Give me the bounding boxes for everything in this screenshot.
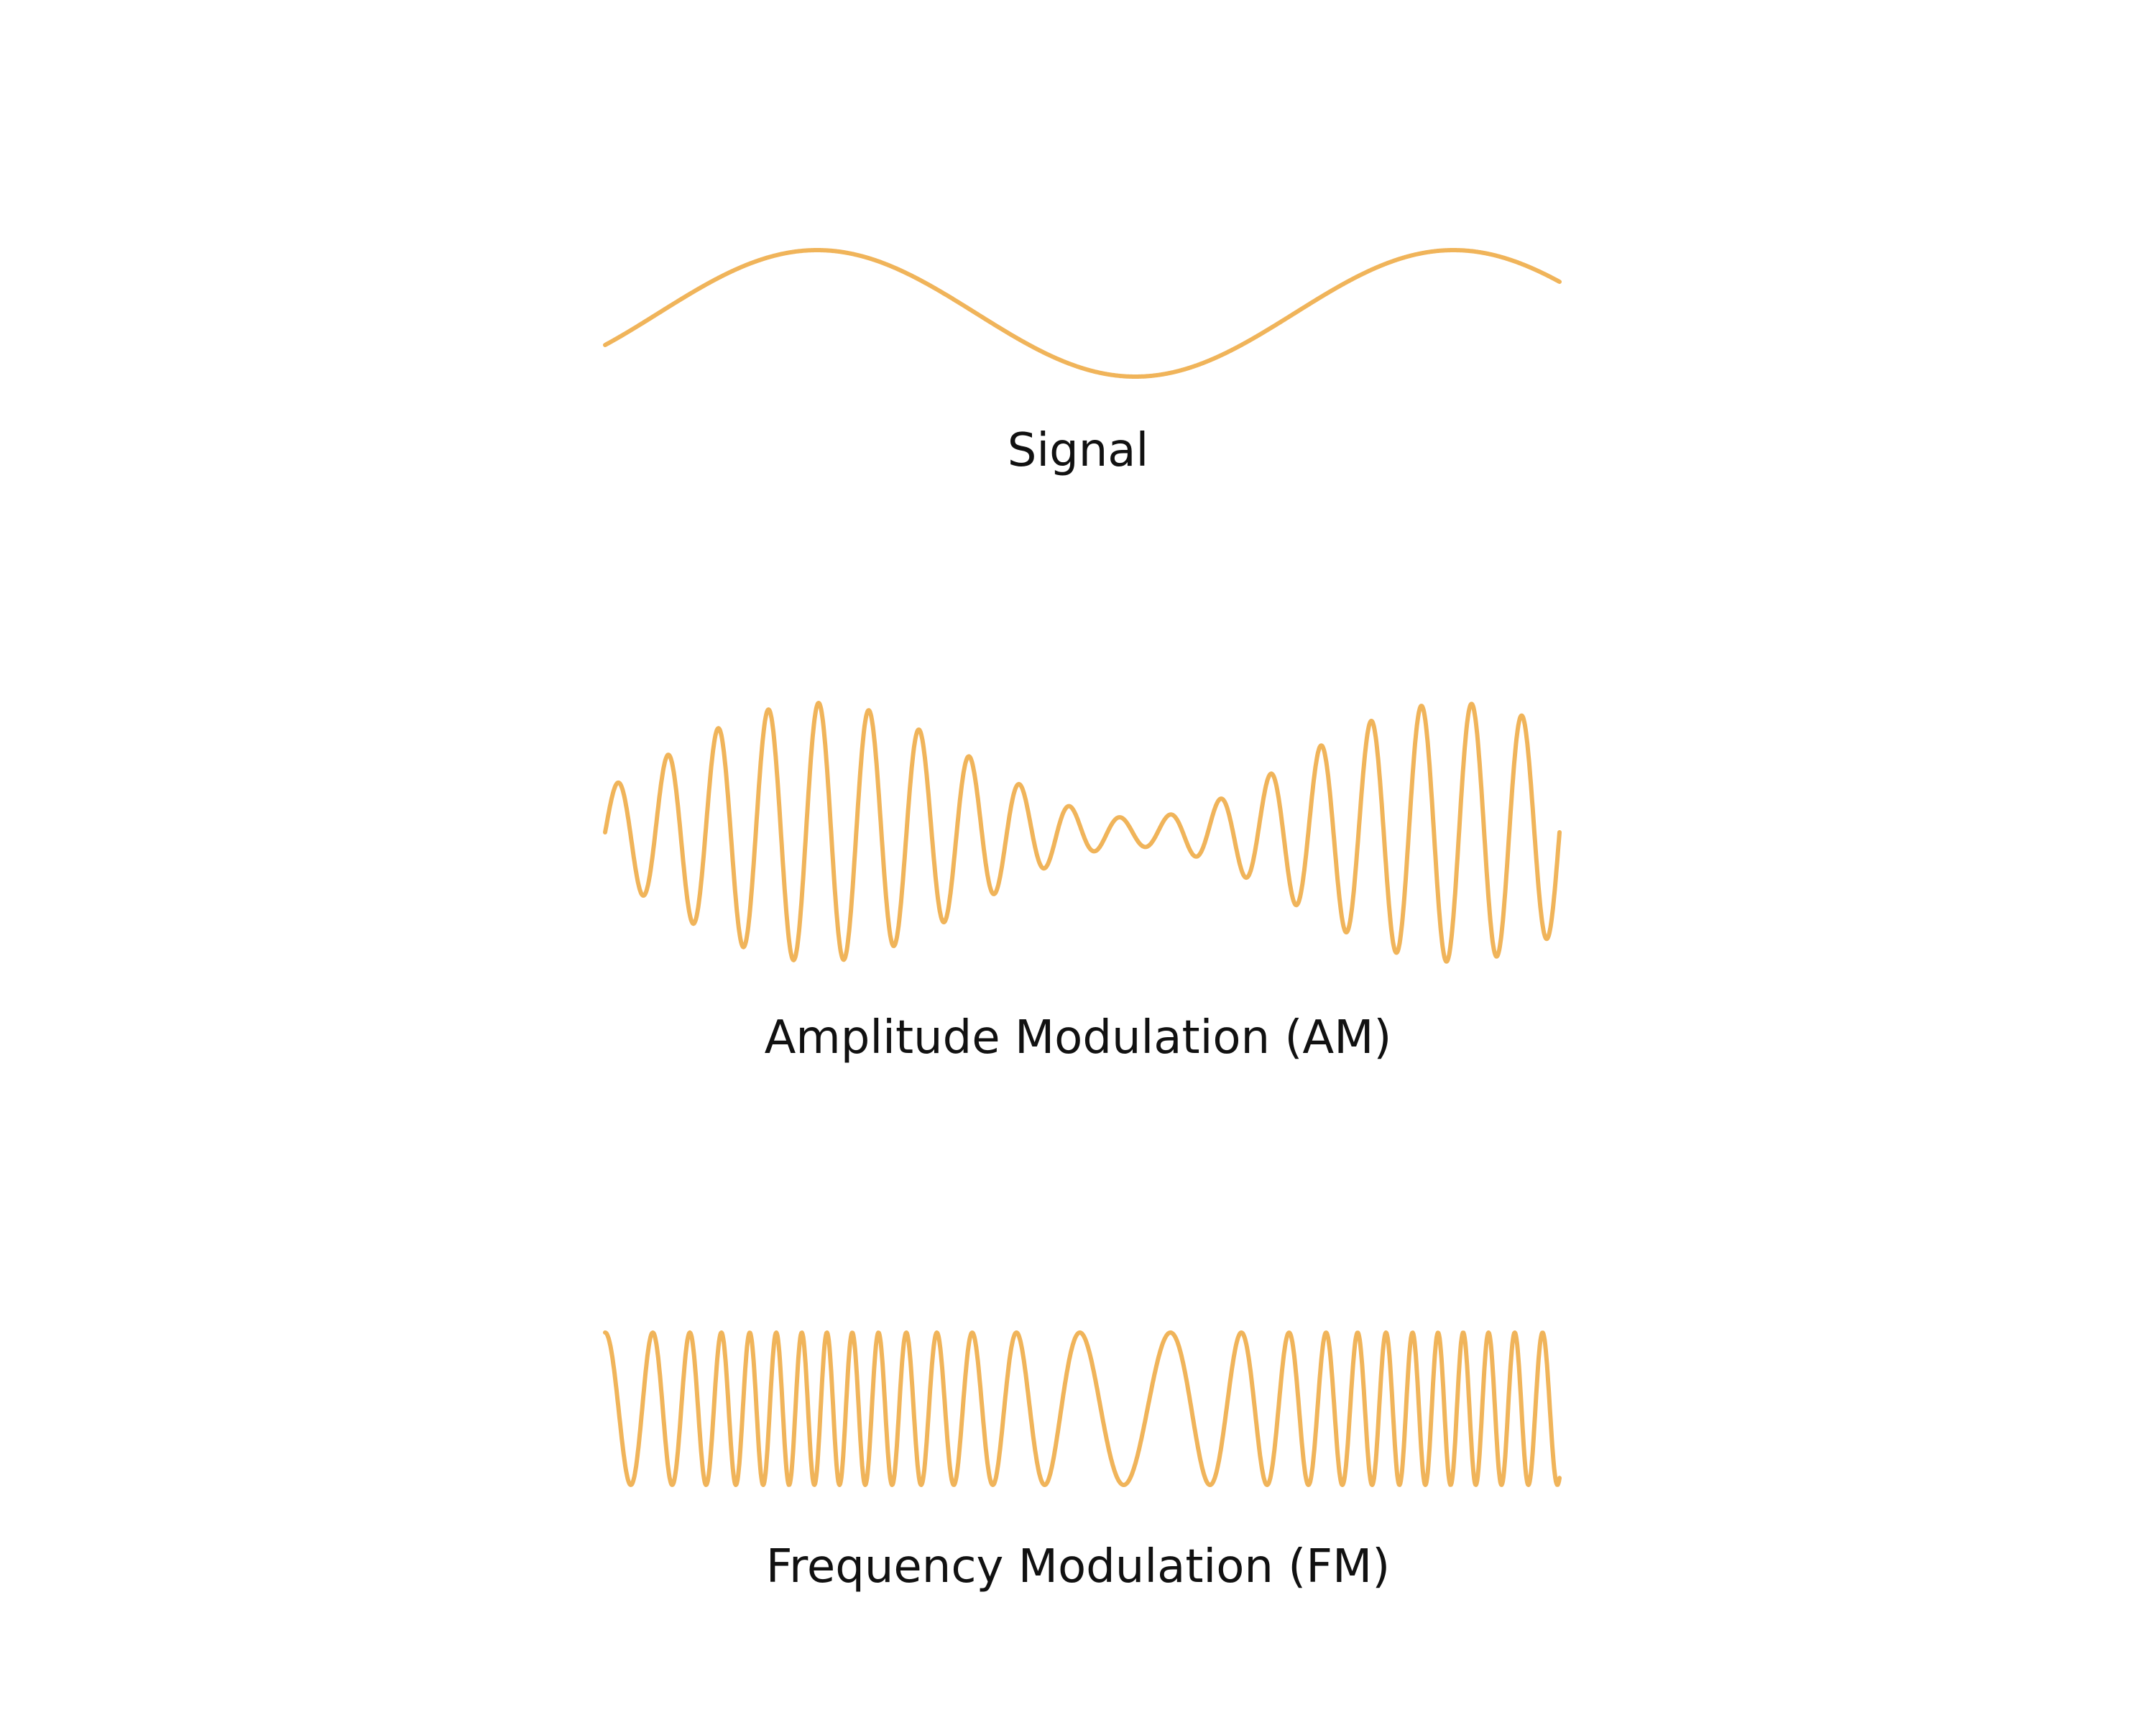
fm-label: Frequency Modulation (FM): [765, 1540, 1391, 1593]
am-label: Amplitude Modulation (AM): [764, 1011, 1392, 1064]
signal-wave: [603, 248, 1562, 379]
signal-label: Signal: [1007, 424, 1149, 477]
fm-wave: [603, 1330, 1562, 1487]
am-wave: [603, 701, 1562, 964]
